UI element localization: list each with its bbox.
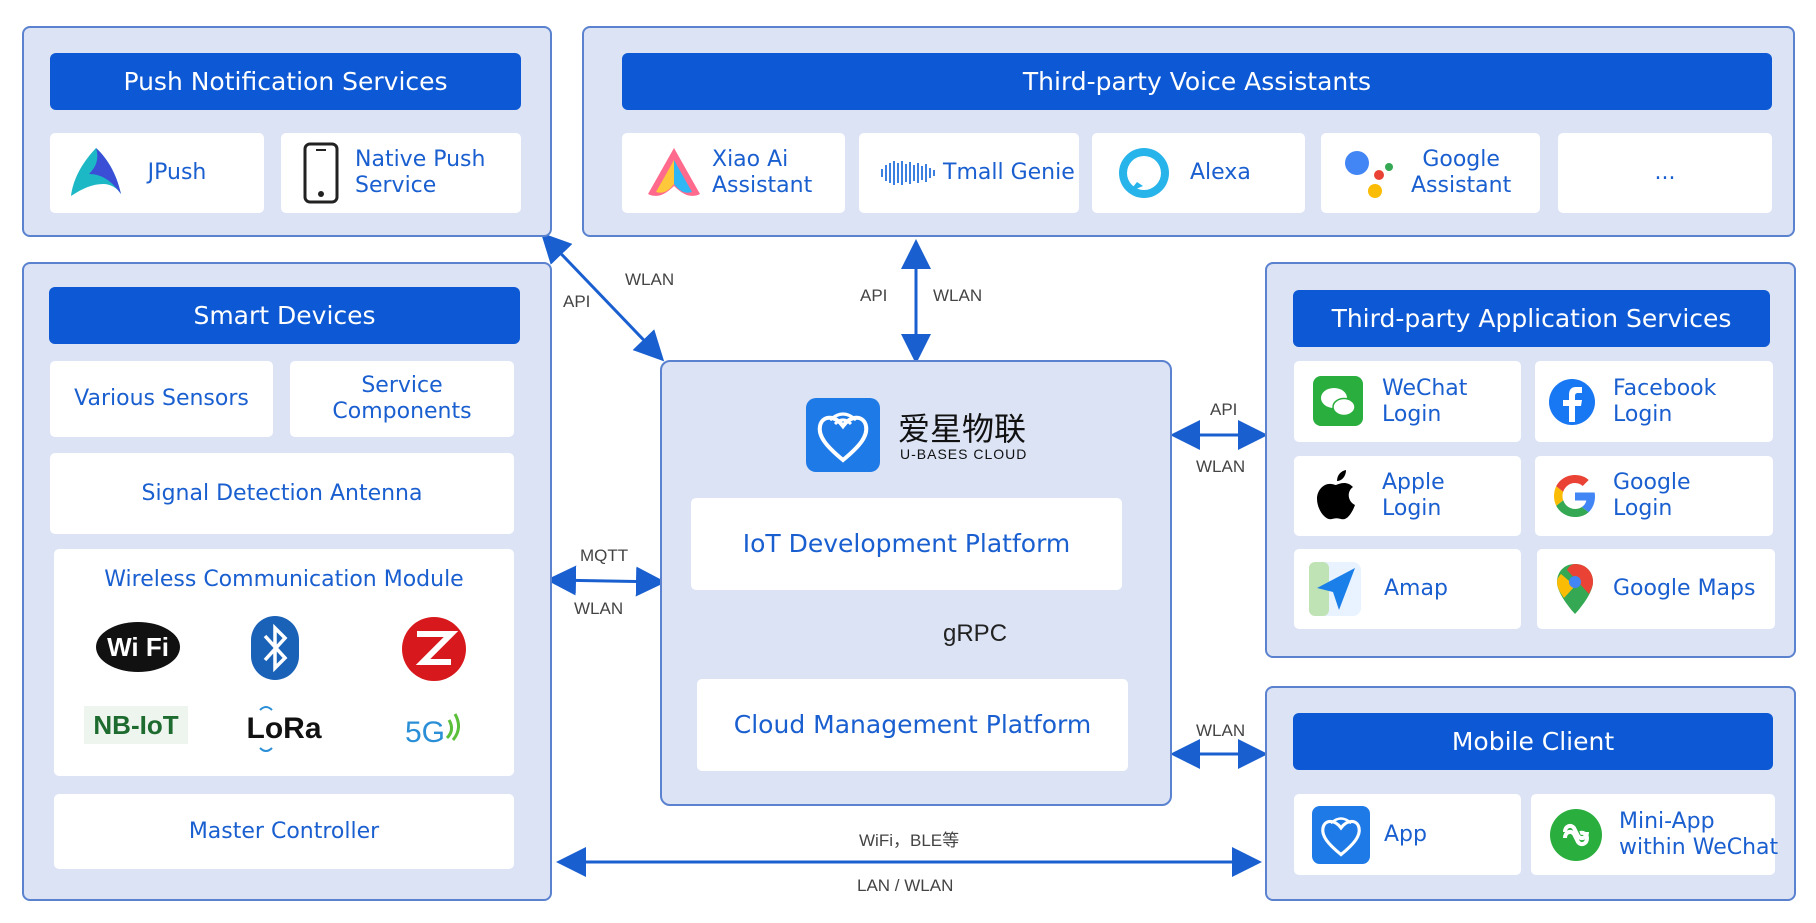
wifi-logo-icon: Wi Fi (94, 619, 182, 675)
google-maps-icon (1553, 561, 1597, 617)
svg-text:LoRa: LoRa (247, 712, 322, 745)
iot-platform-card: IoT Development Platform (691, 498, 1122, 590)
mobile-header: Mobile Client (1293, 713, 1773, 770)
svg-text:Wi Fi: Wi Fi (107, 632, 169, 662)
wechat-login-card: WeChat Login (1294, 361, 1521, 442)
xiaoai-icon (646, 145, 702, 201)
google-login-card: Google Login (1535, 456, 1773, 536)
zigbee-icon (400, 615, 468, 683)
mini-app-card: Mini-App within WeChat (1531, 794, 1778, 875)
tmall-card: Tmall Genie (859, 133, 1079, 213)
voice-header: Third-party Voice Assistants (622, 53, 1772, 110)
google-assistant-card: Google Assistant (1321, 133, 1540, 213)
grpc-label: gRPC (943, 620, 1008, 647)
nbiot-logo-icon: NB-IoT (84, 705, 188, 745)
more-card: ... (1558, 133, 1772, 213)
smart-link-arrow (546, 565, 666, 597)
cloud-platform-card: Cloud Management Platform (697, 679, 1128, 771)
antenna-card: Signal Detection Antenna (50, 453, 514, 534)
bottom-bottom-label: LAN / WLAN (857, 876, 954, 895)
lora-logo-icon: LoRa (240, 699, 332, 759)
google-maps-card: Google Maps (1537, 549, 1775, 629)
apple-icon (1310, 468, 1362, 524)
push-api-label: API (563, 292, 591, 311)
facebook-icon (1547, 377, 1597, 427)
wireless-module-card: Wireless Communication Module Wi Fi NB-I… (54, 549, 514, 776)
push-link-arrow (540, 232, 665, 362)
amap-icon (1308, 561, 1362, 617)
voice-wlan-label: WLAN (933, 286, 983, 305)
tmall-genie-icon (881, 159, 937, 187)
mqtt-label: MQTT (580, 546, 629, 565)
sensors-card: Various Sensors (50, 361, 273, 437)
google-assistant-icon (1341, 143, 1397, 203)
phone-icon (301, 141, 341, 205)
facebook-login-card: Facebook Login (1535, 361, 1773, 442)
xiaoai-card: Xiao Ai Assistant (622, 133, 845, 213)
google-g-icon (1549, 470, 1601, 522)
alexa-card: Alexa (1092, 133, 1305, 213)
bluetooth-icon (249, 615, 301, 681)
bottom-top-label: WiFi，BLE等 (859, 831, 960, 850)
jpush-icon (66, 145, 126, 201)
voice-api-label: API (860, 286, 888, 305)
svg-text:5G: 5G (405, 716, 445, 749)
push-header: Push Notification Services (50, 53, 521, 110)
master-controller-card: Master Controller (54, 794, 514, 869)
mobile-wlan-label: WLAN (1196, 721, 1246, 740)
mini-app-icon (1549, 808, 1603, 862)
app-logo-icon (1312, 806, 1370, 864)
apps-api-label: API (1210, 400, 1238, 419)
push-wlan-label: WLAN (625, 270, 675, 289)
native-push-card: Native Push Service (281, 133, 521, 213)
app-card: App (1294, 794, 1521, 875)
svg-text:NB-IoT: NB-IoT (93, 710, 178, 740)
apple-login-card: Apple Login (1294, 456, 1521, 536)
wechat-icon (1312, 375, 1364, 427)
smart-header: Smart Devices (49, 287, 520, 344)
service-components-card: Service Components (290, 361, 514, 437)
apps-header: Third-party Application Services (1293, 290, 1770, 347)
ubases-logo-icon (806, 398, 880, 472)
amap-card: Amap (1294, 549, 1521, 629)
5g-logo-icon: 5G (398, 701, 470, 753)
brand-en: U-BASES CLOUD (900, 446, 1028, 462)
alexa-icon (1116, 145, 1172, 201)
apps-wlan-label: WLAN (1196, 457, 1246, 476)
jpush-card: JPush (50, 133, 264, 213)
smart-wlan-label: WLAN (574, 599, 624, 618)
brand-cn: 爱星物联 (898, 410, 1027, 448)
